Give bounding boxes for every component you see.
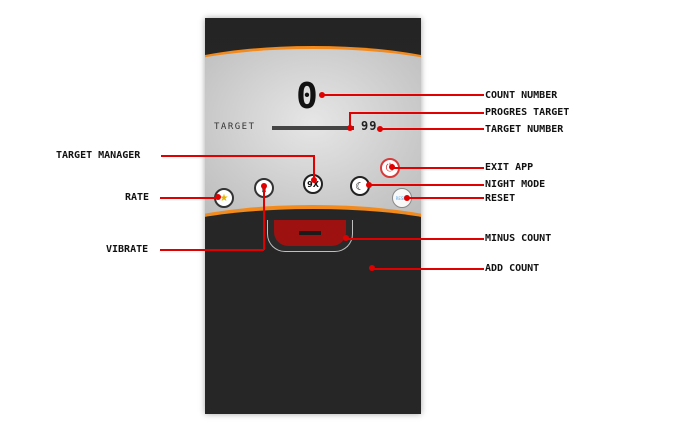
- callout-dot-target-manager: [311, 177, 317, 183]
- callout-line-exit: [392, 167, 484, 169]
- callout-line-add: [372, 268, 484, 270]
- count-number: 0: [296, 76, 318, 117]
- minus-count-face: [274, 220, 346, 246]
- callout-vibrate: VIBRATE: [106, 244, 149, 255]
- callout-progress-target: PROGRES TARGET: [485, 107, 570, 118]
- callout-line-progress-v: [349, 112, 351, 128]
- target-manager-icon: 9X: [307, 179, 319, 189]
- target-number: 99: [361, 119, 378, 133]
- callout-count-number: COUNT NUMBER: [485, 90, 558, 101]
- callout-line-target-manager-v: [313, 155, 315, 179]
- target-label: TARGET: [214, 122, 256, 132]
- callout-add-count: ADD COUNT: [485, 263, 540, 274]
- callout-target-manager: TARGET MANAGER: [56, 150, 141, 161]
- callout-line-target-manager-h: [161, 155, 314, 157]
- callout-dot-vibrate: [261, 183, 267, 189]
- callout-dot-progress: [347, 125, 353, 131]
- target-manager-button[interactable]: 9X: [303, 174, 323, 194]
- night-mode-button[interactable]: ☾: [350, 176, 370, 196]
- callout-line-count: [322, 94, 484, 96]
- minus-icon: [299, 231, 321, 235]
- callout-dot-rate: [215, 194, 221, 200]
- reset-icon: RESET: [395, 195, 409, 201]
- callout-line-rate: [160, 197, 217, 199]
- reset-button[interactable]: RESET: [392, 188, 412, 208]
- phone-mockup: 0 TARGET 99 ⏻ 9X ☾ RESET ★ ▯: [205, 18, 421, 414]
- callout-rate: RATE: [125, 192, 150, 203]
- callout-line-minus: [346, 238, 484, 240]
- progress-target-bar: [272, 126, 354, 130]
- callout-target-number: TARGET NUMBER: [485, 124, 564, 135]
- add-count-area[interactable]: [205, 254, 421, 414]
- callout-line-reset: [407, 197, 484, 199]
- callout-line-vibrate-h: [160, 249, 264, 251]
- callout-line-vibrate-v: [263, 185, 265, 250]
- callout-line-night: [369, 184, 484, 186]
- moon-icon: ☾: [355, 179, 365, 193]
- callout-night-mode: NIGHT MODE: [485, 179, 546, 190]
- star-icon: ★: [219, 192, 229, 204]
- callout-minus-count: MINUS COUNT: [485, 233, 552, 244]
- callout-reset: RESET: [485, 193, 516, 204]
- minus-count-button[interactable]: [267, 220, 353, 252]
- callout-exit-app: EXIT APP: [485, 162, 534, 173]
- callout-line-progress-h: [349, 112, 484, 114]
- callout-line-target-number: [380, 128, 484, 130]
